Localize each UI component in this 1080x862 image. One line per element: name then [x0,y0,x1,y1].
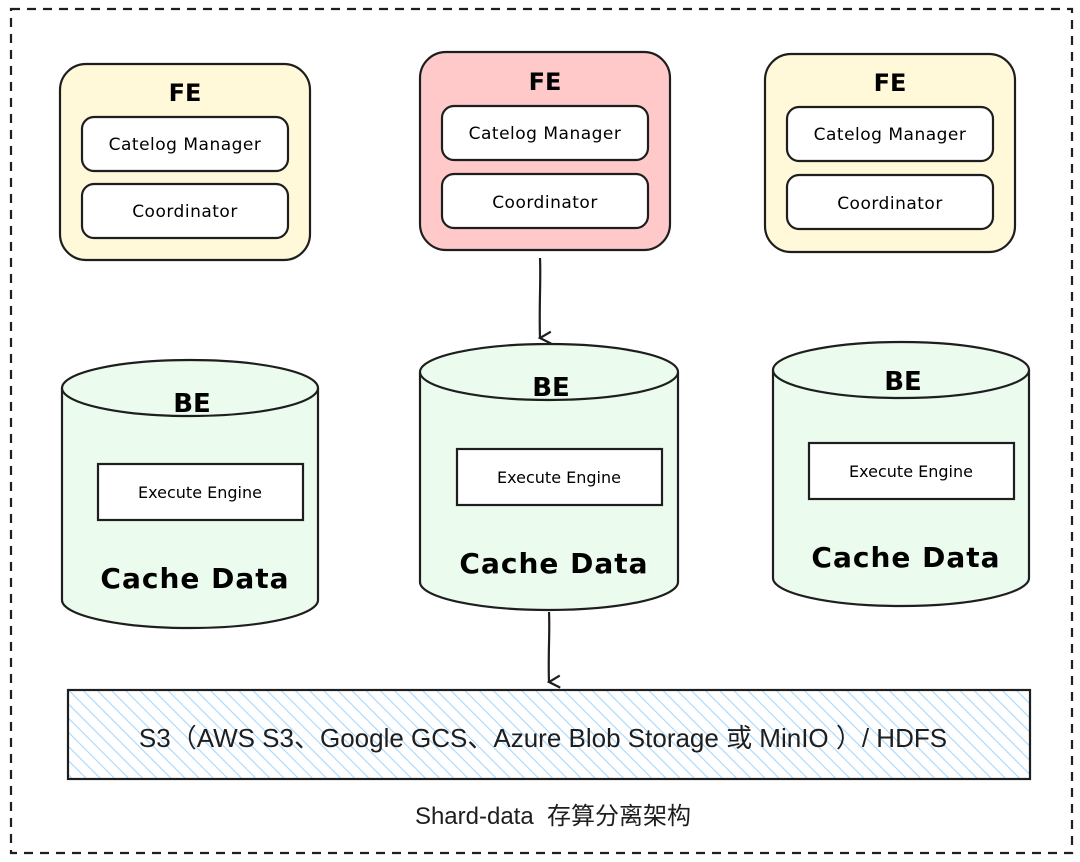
be-node-3-title: BE [884,367,922,397]
fe-node-3-catalog-label: Catelog Manager [814,125,967,145]
storage-layer: S3（AWS S3、Google GCS、Azure Blob Storage … [66,688,1032,781]
fe-node-1-catalog-label: Catelog Manager [109,135,262,155]
be-node-1: BE Execute Engine Cache Data [60,358,320,630]
storage-layer-box [66,688,1032,781]
be-node-3-top [771,340,1031,400]
diagram-caption: Shard-data 存算分离架构 [415,803,691,830]
be-node-1-engine-box [96,462,305,522]
be-node-2: BE Execute Engine Cache Data [418,342,680,612]
arrow-be-to-storage-line [549,611,550,682]
be-node-2-engine-box [455,447,664,507]
fe-node-1-coordinator-box [80,182,290,240]
storage-layer-label: S3（AWS S3、Google GCS、Azure Blob Storage … [139,723,947,753]
fe-node-3-coordinator-box [785,173,995,231]
fe-node-2-coordinator-label: Coordinator [492,193,598,213]
fe-node-1-coordinator-label: Coordinator [132,202,238,222]
be-node-2-top [418,342,680,402]
outer-boundary [9,7,1074,855]
be-node-2-engine-label: Execute Engine [497,468,621,487]
be-node-1-cache-label: Cache Data [100,562,289,595]
fe-node-2-title: FE [529,68,562,96]
be-node-1-top [60,358,320,418]
fe-node-3-title: FE [874,69,907,97]
be-node-2-cache-label: Cache Data [459,547,648,580]
fe-node-2-catalog-box [440,104,650,162]
be-node-3-cache-label: Cache Data [811,541,1000,574]
fe-node-1-title: FE [169,79,202,107]
fe-node-3-catalog-box [785,105,995,163]
be-node-1-engine-label: Execute Engine [138,483,262,502]
fe-node-3-coordinator-label: Coordinator [837,194,943,214]
arrow-fe-to-be-line [540,257,541,338]
fe-node-2-coordinator-box [440,172,650,230]
be-node-1-title: BE [173,389,211,419]
fe-node-1-catalog-box [80,115,290,173]
arrow-be-to-storage [549,611,550,682]
be-node-3-engine-box [807,441,1016,501]
be-node-3: BE Execute Engine Cache Data [771,340,1031,608]
be-node-3-engine-label: Execute Engine [849,462,973,481]
be-node-2-title: BE [532,373,570,403]
fe-node-2: FE Catelog Manager Coordinator [418,50,672,252]
fe-node-3: FE Catelog Manager Coordinator [763,52,1017,254]
arrow-fe-to-be [540,257,541,338]
fe-node-1: FE Catelog Manager Coordinator [58,62,312,262]
fe-node-2-catalog-label: Catelog Manager [469,124,622,144]
